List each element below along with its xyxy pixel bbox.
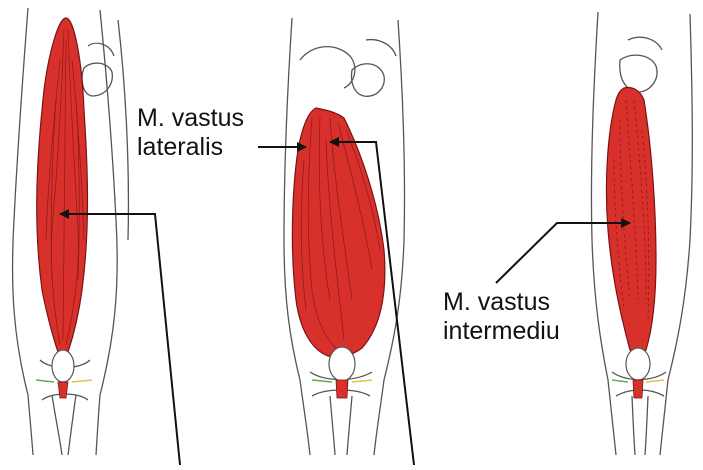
knee-accent-left-green [36,380,54,382]
label-vastus-intermedius-line1: M. vastus [443,288,560,317]
knee-accent-middle-yellow [352,380,372,382]
label-vastus-intermedius-line2: intermediu [443,317,560,346]
vastus-intermedius-muscle [606,88,656,354]
label-vastus-intermedius: M. vastus intermediu [443,288,560,346]
label-vastus-lateralis-line1: M. vastus [137,104,244,133]
label-vastus-lateralis-line2: lateralis [137,133,244,162]
patellar-tendon-right [633,380,643,398]
patella-right [626,348,650,380]
patellar-tendon-left [58,382,68,398]
knee-accent-left-yellow [72,380,92,382]
rectus-femoris-muscle [37,18,88,352]
knee-accent-right-green [612,380,628,382]
vastus-lateralis-muscle [292,108,385,357]
patella-middle [329,347,355,381]
patella-left [52,350,74,382]
leg-left [13,8,129,455]
patellar-tendon-middle [336,380,348,398]
label-vastus-lateralis: M. vastus lateralis [137,104,244,162]
leg-right [591,12,692,455]
knee-accent-right-yellow [646,380,664,382]
knee-accent-middle-green [312,380,332,382]
